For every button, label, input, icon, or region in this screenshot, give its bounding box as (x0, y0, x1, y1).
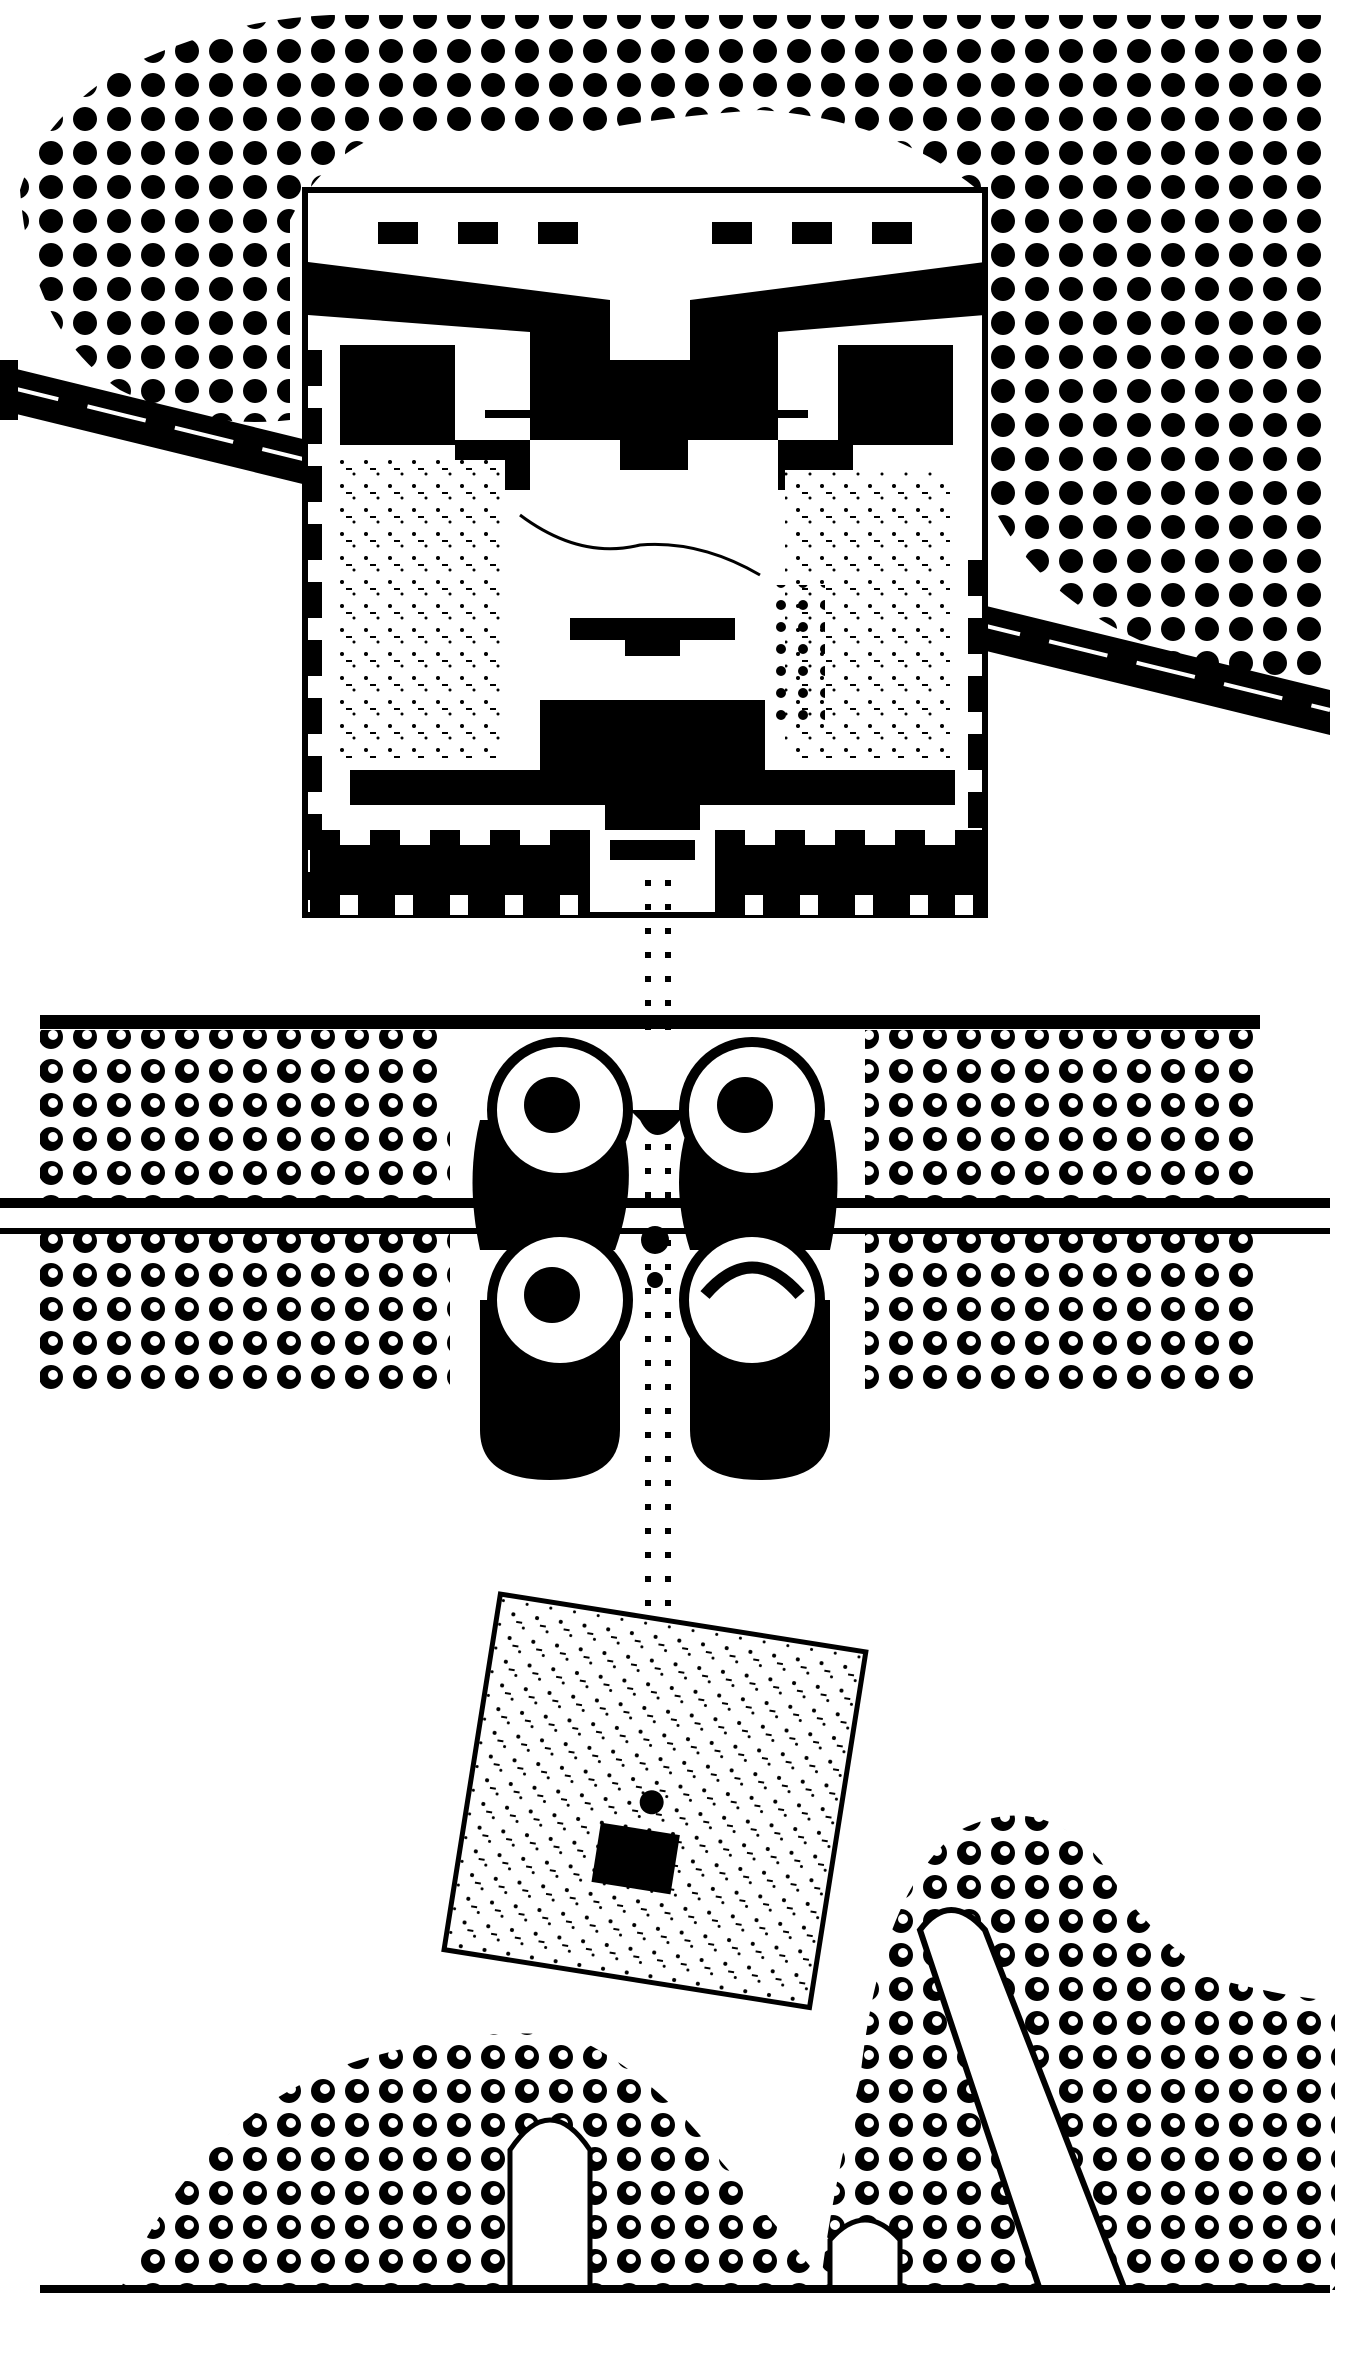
bottom-dotted-hills (40, 1815, 1335, 2293)
top-dotted-field (20, 15, 1330, 683)
rotated-square-plaza (441, 1591, 869, 2011)
main-building-complex (302, 187, 988, 918)
dashed-side-walls (308, 350, 982, 900)
middle-dotted-band (0, 1015, 1330, 1395)
four-round-pavilions (472, 1037, 838, 1480)
top-block-row (378, 222, 912, 244)
building-crenellated-base (310, 830, 985, 915)
